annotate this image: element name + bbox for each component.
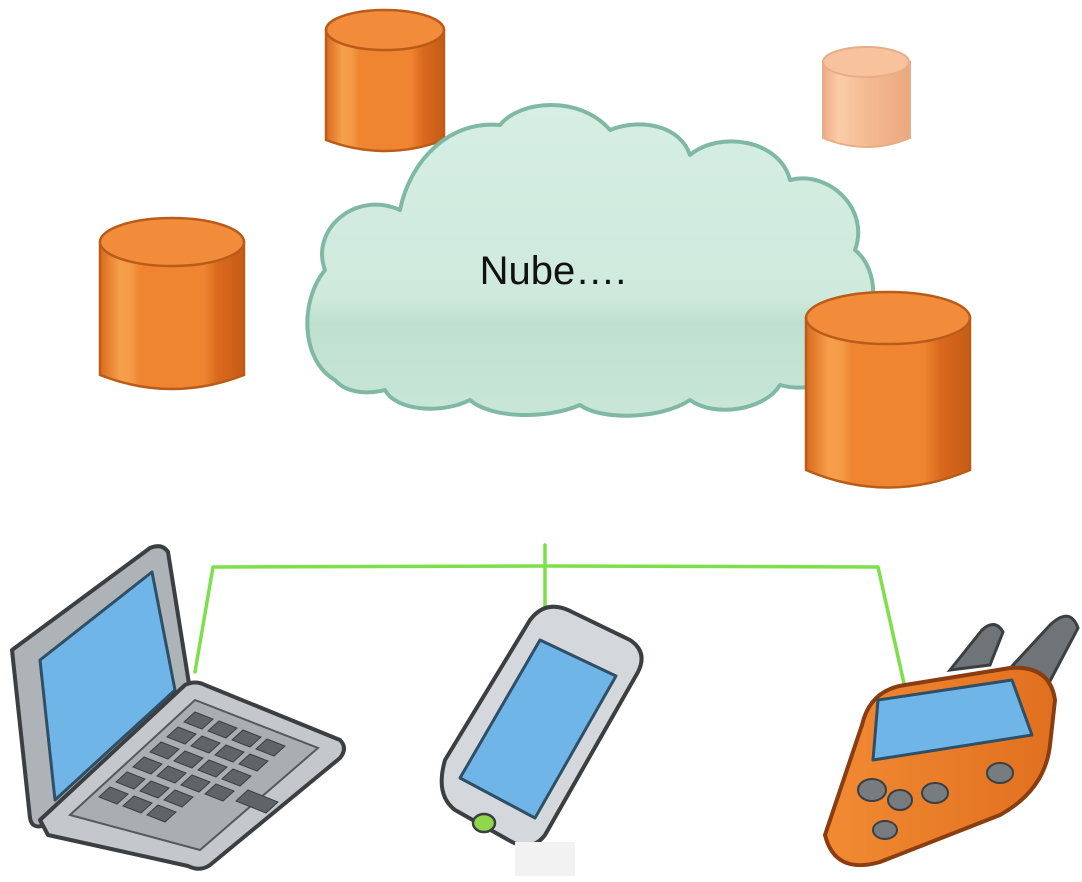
cloud-shape: Nube…. <box>305 103 876 418</box>
link-laptop <box>193 564 547 674</box>
handheld-gps-icon <box>823 614 1080 868</box>
network-links <box>193 543 907 690</box>
cloud-label: Nube…. <box>480 249 627 293</box>
smartphone-icon <box>439 604 644 848</box>
database-cylinder-left <box>98 216 246 391</box>
database-cylinder-faded <box>822 46 911 148</box>
home-button-icon <box>471 812 497 834</box>
database-cylinder-top <box>324 8 446 153</box>
database-cylinder-right <box>804 290 972 489</box>
link-gps <box>543 564 907 690</box>
laptop-icon <box>10 544 346 871</box>
faint-overlay-tab <box>515 842 575 876</box>
